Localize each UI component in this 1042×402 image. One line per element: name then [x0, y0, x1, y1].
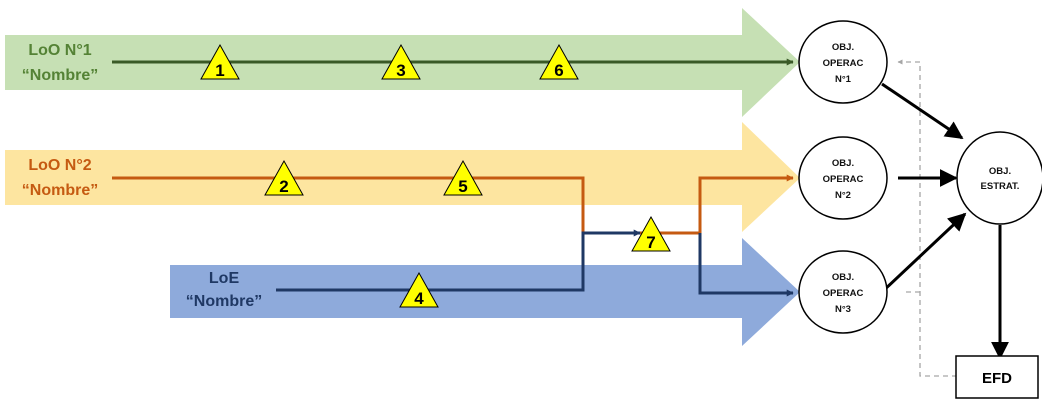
- loo1-title: LoO N°1: [28, 42, 91, 59]
- milestone-triangle: [443, 159, 483, 196]
- milestone-6: 6: [539, 43, 579, 80]
- loo2-title: LoO N°2: [28, 157, 91, 174]
- objective-line: OBJ.: [989, 166, 1011, 177]
- loo2-subtitle: “Nombre”: [22, 182, 98, 199]
- objective-line: OPERAC: [823, 174, 864, 185]
- milestone-3: 3: [381, 43, 421, 80]
- end-state-label: EFD: [982, 370, 1012, 387]
- milestone-triangle: [631, 215, 671, 252]
- objective-circle: [798, 136, 888, 220]
- end-state-efd: EFD: [955, 355, 1039, 399]
- objective-line: N°1: [835, 74, 852, 85]
- loo1-subtitle: “Nombre”: [22, 67, 98, 84]
- milestone-label: 2: [279, 177, 288, 196]
- end-state-box: [955, 355, 1039, 399]
- objective-line: OBJ.: [832, 272, 854, 283]
- milestone-label: 4: [414, 289, 424, 308]
- milestone-triangle: [200, 43, 240, 80]
- milestone-label: 7: [646, 233, 655, 252]
- objective-op1: OBJ. OPERAC N°1: [798, 20, 888, 104]
- objective-op2: OBJ. OPERAC N°2: [798, 136, 888, 220]
- loe-flow-path: [276, 229, 641, 292]
- milestone-4: 4: [399, 271, 439, 308]
- loo1-label: LoO N°1 “Nombre”: [22, 42, 98, 84]
- objective-op3: OBJ. OPERAC N°3: [798, 250, 888, 334]
- objective-circle: [798, 20, 888, 104]
- milestone-1: 1: [200, 43, 240, 80]
- feedback-line: [897, 59, 975, 377]
- objective-line: OPERAC: [823, 288, 864, 299]
- loe-band-arrow: [170, 238, 800, 346]
- objective-line: N°2: [835, 190, 851, 201]
- objective-circle: [798, 250, 888, 334]
- strategic-links: [880, 82, 1009, 360]
- milestone-2: 2: [264, 159, 304, 196]
- objective-strategic: OBJ. ESTRAT.: [956, 131, 1042, 225]
- milestone-label: 6: [554, 61, 563, 80]
- objective-line: OBJ.: [832, 42, 854, 53]
- objective-line: N°3: [835, 304, 851, 315]
- milestone-label: 3: [396, 61, 405, 80]
- milestone-5: 5: [443, 159, 483, 196]
- milestone-7: 7: [631, 215, 671, 252]
- milestone-triangle: [399, 271, 439, 308]
- objective-line: OPERAC: [823, 58, 864, 69]
- objective-line: OBJ.: [832, 158, 854, 169]
- milestone-triangle: [539, 43, 579, 80]
- op3-to-strat-arrow: [880, 212, 967, 294]
- milestone-triangle: [264, 159, 304, 196]
- milestone-label: 5: [458, 177, 467, 196]
- loo2-label: LoO N°2 “Nombre”: [22, 157, 98, 199]
- milestone-triangle: [381, 43, 421, 80]
- feedback-dashed-lines: [897, 59, 975, 377]
- objective-line: ESTRAT.: [981, 181, 1020, 192]
- loe-flow-to-op3: [698, 233, 794, 297]
- objective-circle: [956, 131, 1042, 225]
- loe-label: LoE “Nombre”: [186, 270, 262, 310]
- loe-subtitle: “Nombre”: [186, 293, 262, 310]
- loe-title: LoE: [209, 270, 240, 287]
- milestone-label: 1: [215, 61, 224, 80]
- op1-to-strat-arrow: [881, 82, 964, 140]
